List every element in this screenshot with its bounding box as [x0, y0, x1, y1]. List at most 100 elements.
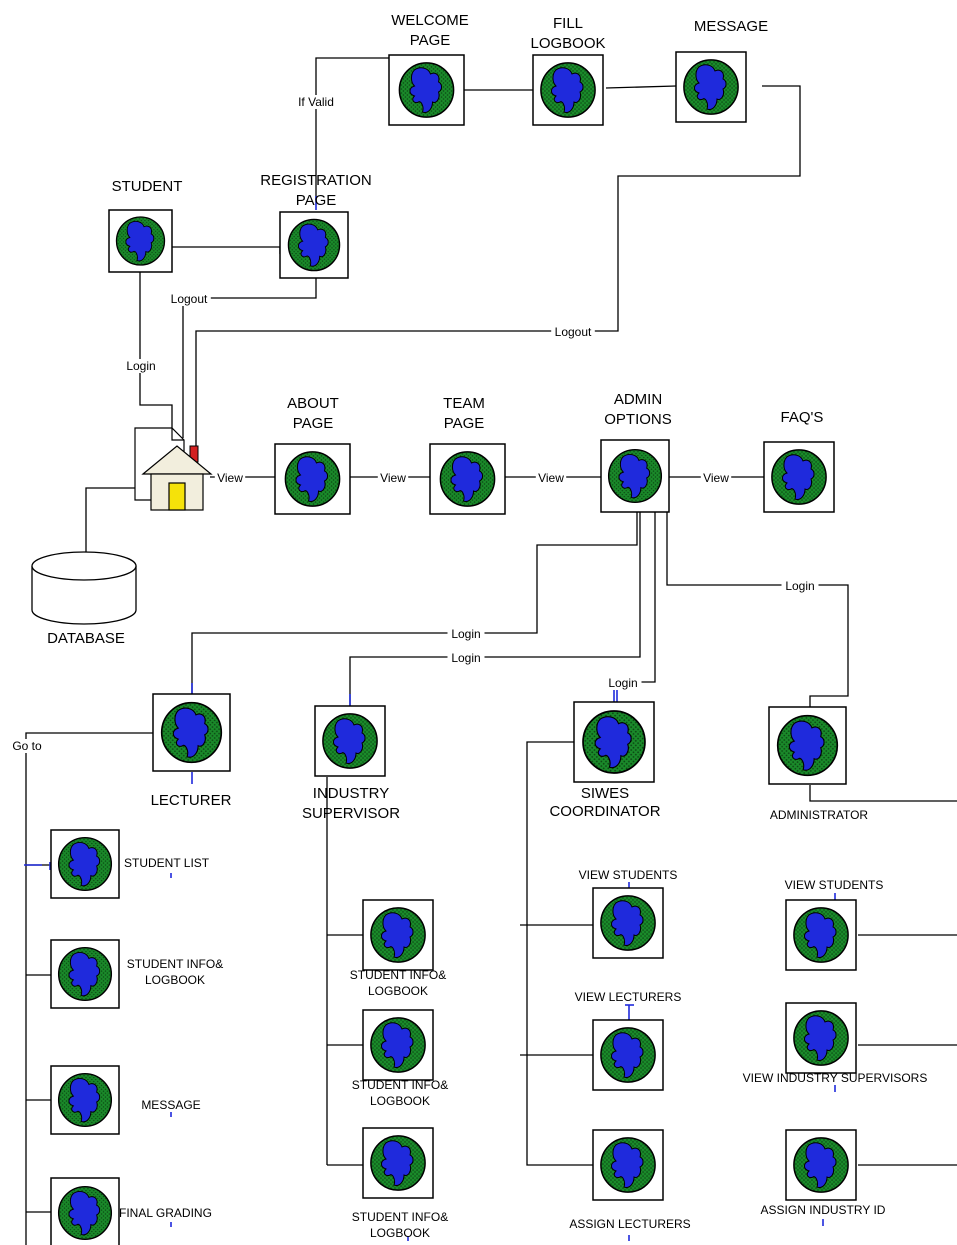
label-ind-student-info-2-1: STUDENT INFO&	[352, 1078, 448, 1092]
globe-icon	[793, 907, 849, 963]
globe-icon	[540, 62, 596, 118]
edge-label-text: View	[380, 471, 406, 485]
connector-line	[25, 732, 153, 1245]
globe-icon	[160, 701, 223, 764]
globe-icon	[683, 59, 739, 115]
connector-line	[666, 512, 849, 709]
globe-icon	[322, 713, 378, 769]
label-siwes-assign-lecturers-1: ASSIGN LECTURERS	[569, 1217, 690, 1231]
connector-line	[349, 512, 641, 708]
globe-icon	[398, 62, 455, 118]
node-ind-student-info-1[interactable]	[362, 899, 434, 971]
edge-label-text: Logout	[555, 325, 592, 339]
label-siwes-view-lecturers-1: VIEW LECTURERS	[575, 990, 682, 1004]
label-admin-assign-id-1: ASSIGN INDUSTRY ID	[761, 1203, 886, 1217]
node-admin-assign-id[interactable]	[785, 1129, 857, 1201]
label-ind-student-info-2-2: LOGBOOK	[370, 1094, 430, 1108]
edge-label-login-admin: Login	[781, 579, 819, 593]
connector-line	[139, 272, 173, 428]
edge-label-text: Login	[785, 579, 814, 593]
connector-line	[195, 85, 801, 446]
edge-label-logout-2: Logout	[551, 325, 595, 339]
node-ind-student-info-3[interactable]	[362, 1127, 434, 1199]
globe-icon	[370, 907, 426, 963]
globe-icon	[793, 1137, 849, 1193]
label-faq-1: FAQ'S	[781, 409, 824, 426]
edge-label-if-valid: If Valid	[287, 95, 345, 109]
globe-icon	[57, 946, 113, 1002]
label-siwes-view-students-1: VIEW STUDENTS	[579, 868, 678, 882]
node-team[interactable]	[429, 443, 506, 515]
node-final-grading[interactable]	[50, 1177, 120, 1245]
label-registration-1: REGISTRATION	[260, 172, 371, 189]
database-cylinder	[31, 551, 137, 625]
connector-line	[526, 741, 593, 1166]
label-admin-view-students-1: VIEW STUDENTS	[785, 878, 884, 892]
node-ind-student-info-2[interactable]	[362, 1009, 434, 1081]
node-industry-supervisor[interactable]	[314, 705, 386, 777]
nodes-layer	[50, 51, 857, 1245]
label-welcome-1: WELCOME	[391, 12, 469, 29]
globe-icon	[582, 710, 646, 774]
node-administrator[interactable]	[768, 706, 847, 785]
node-registration[interactable]	[279, 211, 349, 279]
label-administrator-1: ADMINISTRATOR	[770, 808, 869, 822]
edge-label-text: View	[217, 471, 243, 485]
node-welcome[interactable]	[388, 54, 465, 126]
edge-label-logout-1: Logout	[167, 292, 211, 306]
label-about-2: PAGE	[293, 415, 334, 432]
edge-label-text: Login	[451, 627, 480, 641]
globe-icon	[600, 1137, 656, 1193]
label-siwes-coordinator-1: SIWES	[581, 785, 629, 802]
node-admin-options[interactable]	[600, 439, 670, 513]
label-lect-student-info-2: LOGBOOK	[145, 973, 205, 987]
edge-label-text: If Valid	[298, 95, 334, 109]
label-fill-logbook-2: LOGBOOK	[530, 35, 605, 52]
node-lecturer[interactable]	[152, 693, 231, 772]
node-admin-view-supervisors[interactable]	[785, 1002, 857, 1074]
label-ind-student-info-3-1: STUDENT INFO&	[352, 1210, 448, 1224]
node-student[interactable]	[108, 209, 173, 273]
node-faq[interactable]	[763, 441, 835, 513]
home-page-icon[interactable]	[134, 427, 213, 511]
connector-line	[172, 246, 281, 254]
label-lect-student-info-1: STUDENT INFO&	[127, 957, 223, 971]
node-siwes-view-students[interactable]	[592, 887, 664, 959]
edge-label-login-siwes: Login	[604, 676, 642, 690]
label-student-list-1: STUDENT LIST	[124, 856, 210, 870]
label-lecturer-1: LECTURER	[151, 792, 232, 809]
label-final-grading-1: FINAL GRADING	[119, 1206, 212, 1220]
node-message-top[interactable]	[675, 51, 747, 123]
node-siwes-view-lecturers[interactable]	[592, 1019, 664, 1091]
label-welcome-2: PAGE	[410, 32, 451, 49]
node-about[interactable]	[274, 443, 351, 515]
edge-label-login-student: Login	[122, 359, 160, 373]
node-lect-student-info[interactable]	[50, 939, 120, 1009]
node-siwes-assign-lecturers[interactable]	[592, 1129, 664, 1201]
node-admin-view-students[interactable]	[785, 899, 857, 971]
label-about-1: ABOUT	[287, 395, 339, 412]
globe-icon	[115, 216, 166, 266]
edge-label-view-2: View	[377, 471, 409, 485]
connector-line	[182, 276, 317, 438]
label-industry-supervisor-1: INDUSTRY	[313, 785, 389, 802]
label-admin-view-supervisors-1: VIEW INDUSTRY SUPERVISORS	[743, 1071, 928, 1085]
node-lect-message[interactable]	[50, 1065, 120, 1135]
edge-label-view-4: View	[700, 471, 732, 485]
label-industry-supervisor-2: SUPERVISOR	[302, 805, 400, 822]
label-team-2: PAGE	[444, 415, 485, 432]
globe-icon	[57, 1072, 113, 1128]
node-fill-logbook[interactable]	[532, 54, 604, 126]
label-database-1: DATABASE	[47, 630, 125, 647]
edge-label-text: View	[538, 471, 564, 485]
label-team-1: TEAM	[443, 395, 485, 412]
connector-line	[191, 512, 638, 697]
label-lect-message-1: MESSAGE	[141, 1098, 200, 1112]
node-student-list[interactable]	[50, 829, 120, 899]
globe-icon	[287, 218, 341, 272]
globe-icon	[284, 451, 341, 507]
edge-label-text: Login	[608, 676, 637, 690]
node-siwes-coordinator[interactable]	[573, 701, 655, 783]
